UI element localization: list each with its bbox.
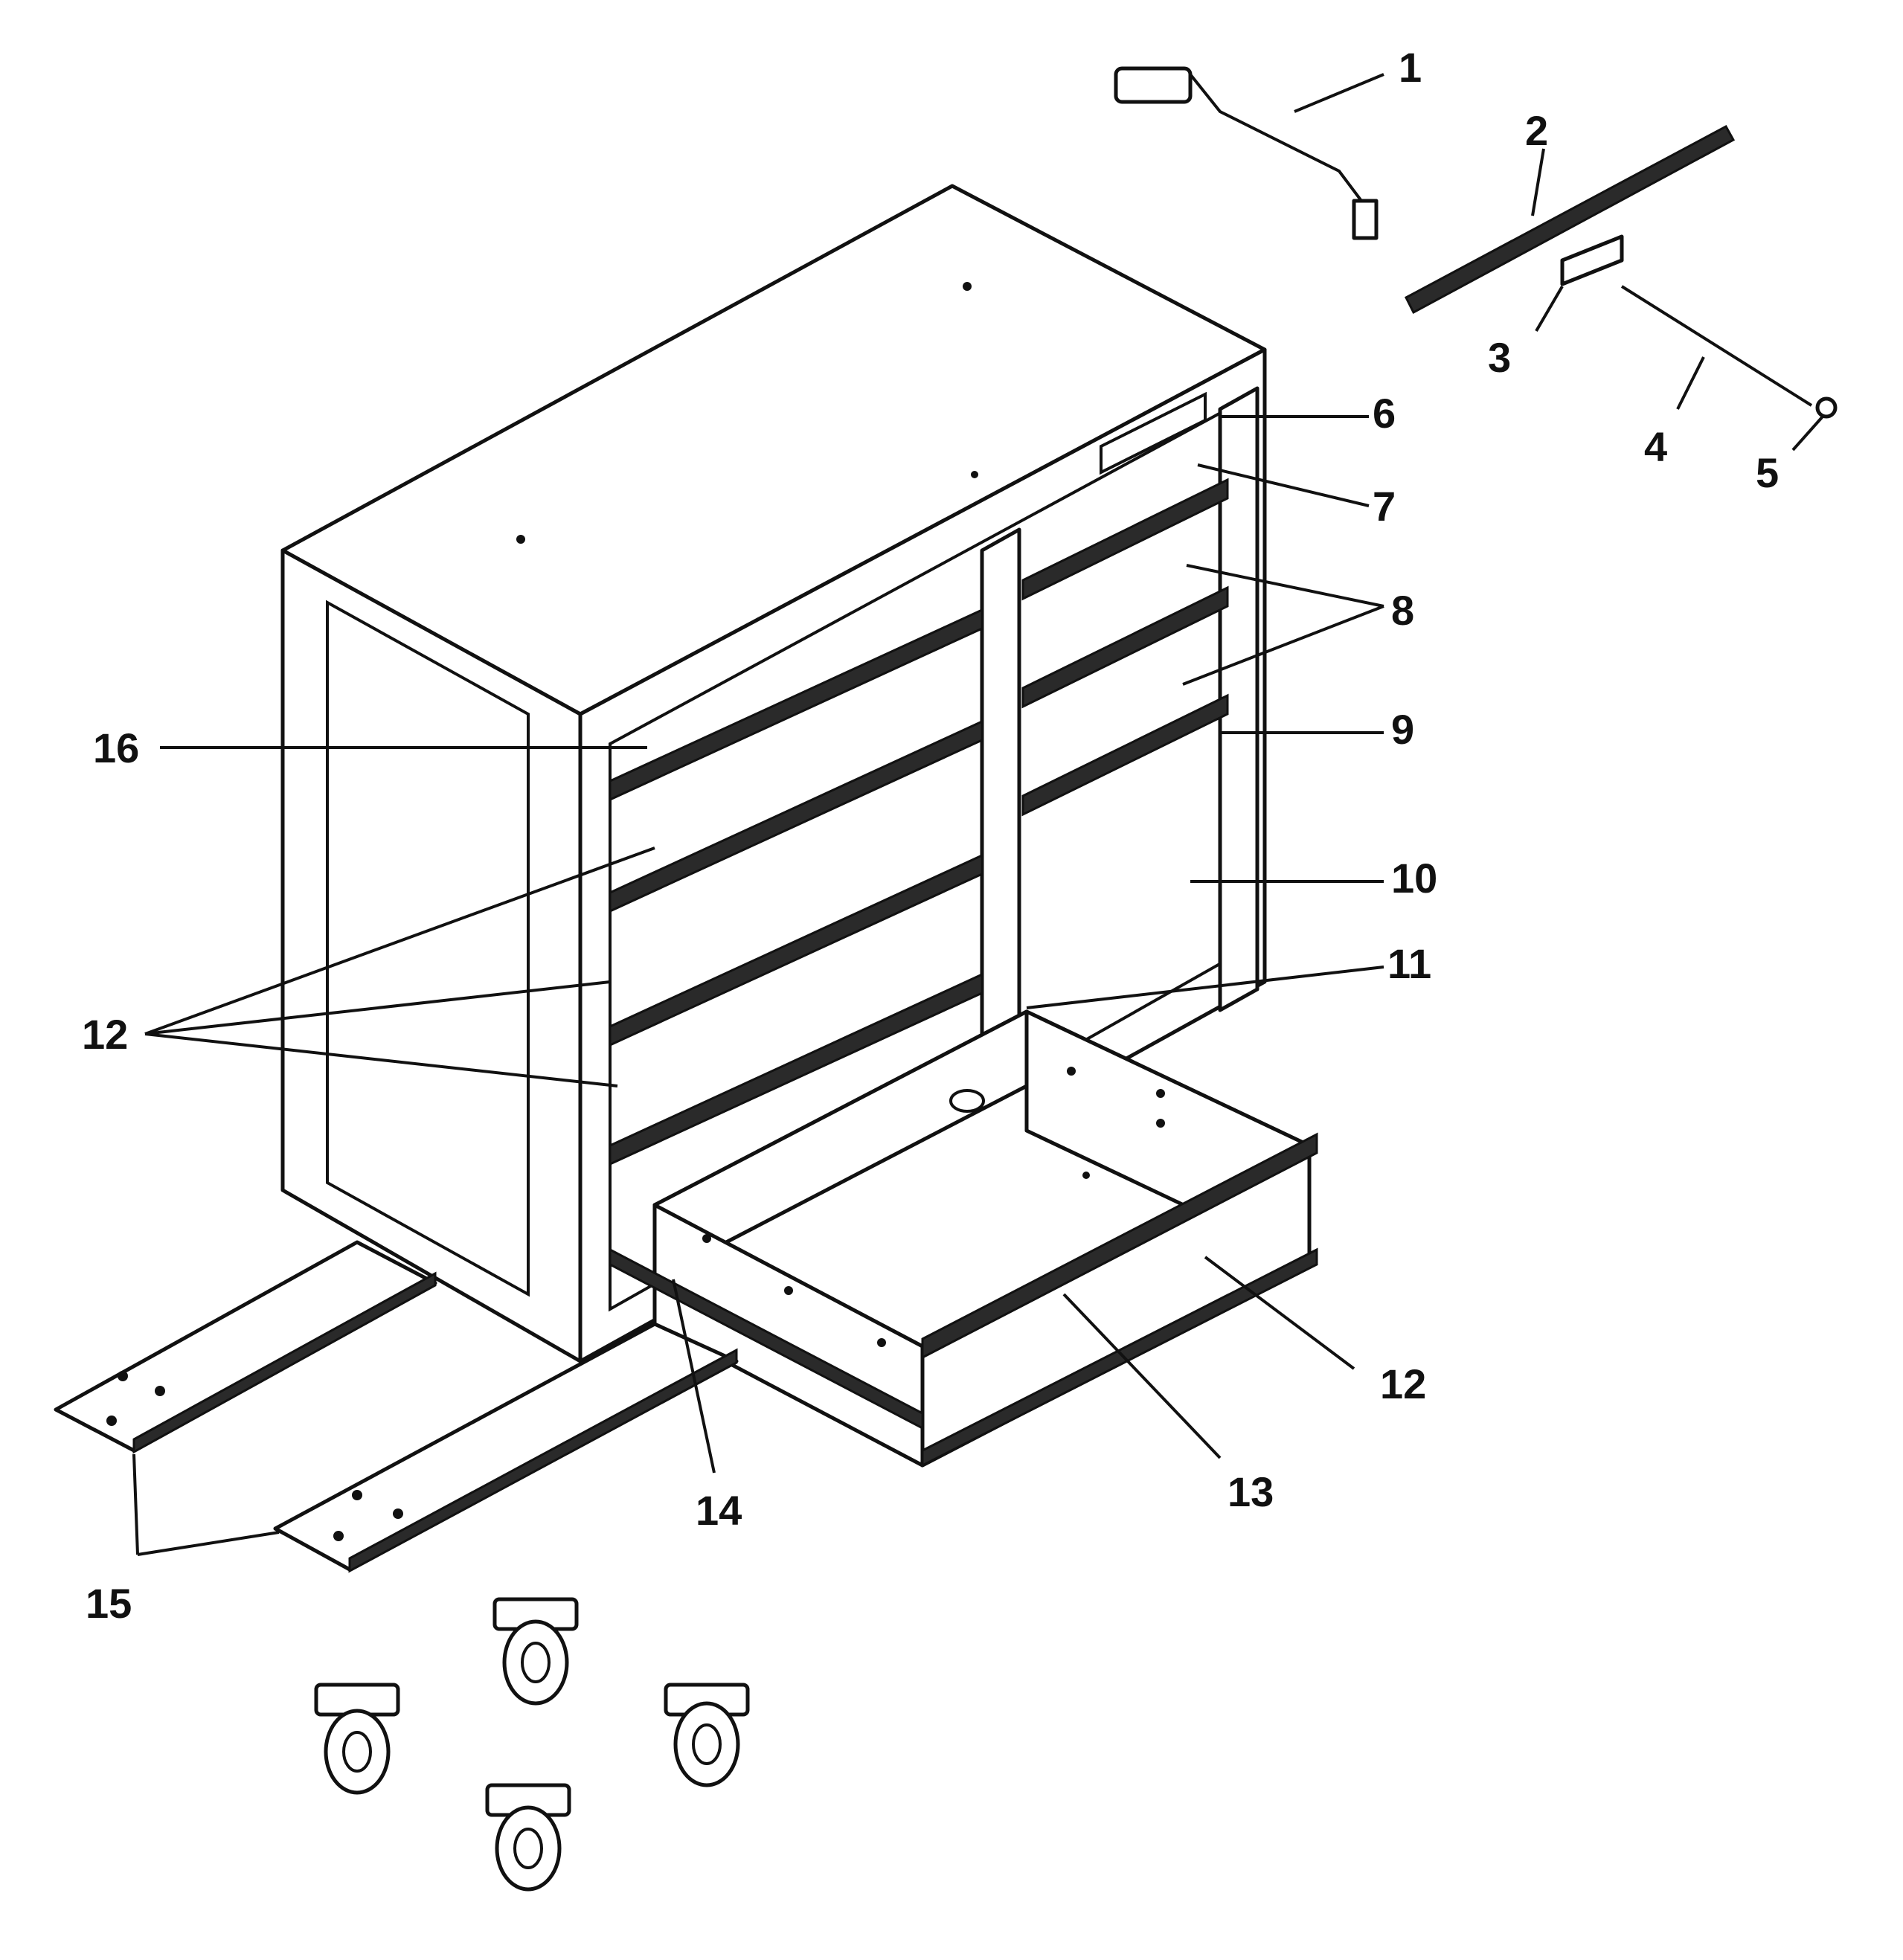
loose-hardware [1114, 66, 1838, 419]
callout-2: 2 [1525, 107, 1548, 154]
callout-3: 3 [1488, 334, 1511, 381]
drawer-handle-rail [921, 1132, 1318, 1360]
base-rail-right-edge [348, 1348, 738, 1573]
clip-part [1560, 234, 1624, 286]
leader-line-2 [1531, 148, 1545, 216]
knob-part [1815, 396, 1838, 419]
leader-line-15b [137, 1531, 280, 1556]
right-stile [1218, 386, 1259, 1012]
callout-10: 10 [1391, 855, 1437, 902]
pulled-out-drawer [609, 1009, 1318, 1468]
leader-line-5 [1791, 415, 1824, 452]
caster-wheel [492, 1597, 579, 1706]
leader-line-12b [144, 980, 611, 1035]
drawer-hole [702, 1234, 711, 1243]
leader-line-4 [1676, 356, 1705, 410]
caster-wheel [664, 1683, 750, 1787]
callout-4: 4 [1644, 423, 1667, 470]
right-drawer-rails [1021, 478, 1229, 817]
callout-labels: 1 2 3 4 5 6 7 8 9 10 11 12 12 13 14 15 1… [82, 44, 1779, 1627]
bracket-foot [1352, 199, 1379, 240]
leader-line-7 [1197, 463, 1370, 507]
callout-9: 9 [1391, 706, 1414, 753]
casters [314, 1597, 750, 1892]
leader-lines [132, 73, 1824, 1556]
callout-16: 16 [93, 724, 139, 771]
base-rail-hole [155, 1386, 165, 1396]
drawer-hole [784, 1286, 793, 1295]
drawer-bottom-rail [921, 1247, 1318, 1468]
callout-15: 15 [86, 1580, 132, 1627]
left-drawer-rails [609, 608, 983, 1166]
caster-wheel [314, 1683, 400, 1795]
leader-line-14 [672, 1279, 716, 1474]
leader-line-1 [1294, 73, 1384, 113]
drawer-rail [609, 719, 983, 913]
drawer-rail [609, 853, 983, 1047]
drawer-hole [1067, 1067, 1076, 1076]
leader-line-8a [1186, 564, 1384, 608]
callout-7: 7 [1373, 483, 1396, 530]
leader-line-3 [1535, 285, 1564, 332]
drawer-handle-cutout [949, 1089, 985, 1113]
drawer-rail [1021, 693, 1229, 817]
leader-line-13 [1062, 1293, 1222, 1459]
drawer-slide [609, 1247, 924, 1430]
callout-12-left: 12 [82, 1011, 128, 1058]
callout-13: 13 [1228, 1468, 1274, 1515]
base-rail-hole [393, 1508, 403, 1519]
leader-line-12a [144, 846, 655, 1035]
cabinet-body [280, 184, 1267, 1363]
leader-line-11 [1026, 965, 1384, 1009]
drawer-rail [609, 972, 983, 1166]
drawer-hole [1156, 1119, 1165, 1128]
drawer-hole [1082, 1172, 1090, 1179]
callout-12-right: 12 [1380, 1360, 1426, 1407]
slide-rail-part [1405, 124, 1736, 315]
top-panel-hole [516, 535, 525, 544]
center-divider [980, 527, 1021, 1050]
callout-6: 6 [1373, 390, 1396, 437]
base-rails [54, 1240, 739, 1573]
drawer-rail [609, 608, 983, 802]
callout-14: 14 [696, 1487, 742, 1534]
top-panel-hole [963, 282, 972, 291]
base-rail-right [273, 1322, 739, 1572]
leader-line-12c [144, 1032, 618, 1087]
drawer-rail [1021, 478, 1229, 601]
drawer-rail [1021, 585, 1229, 709]
callout-5: 5 [1756, 449, 1779, 496]
bracket-end [1114, 66, 1193, 104]
left-side-frame [326, 600, 530, 1297]
rod-part [1620, 285, 1813, 407]
top-drawer-front [1100, 391, 1207, 475]
caster-wheel [485, 1783, 571, 1892]
leader-line-12d [1204, 1256, 1355, 1370]
leader-line-15a [132, 1453, 139, 1555]
drawer-hole [877, 1338, 886, 1347]
callout-8: 8 [1391, 587, 1414, 634]
top-panel-hole [971, 471, 978, 478]
drawer-hole [1156, 1089, 1165, 1098]
base-rail-left-edge [132, 1271, 437, 1454]
base-rail-hole [352, 1490, 362, 1500]
base-rail-hole [118, 1371, 128, 1381]
leader-line-8b [1182, 605, 1384, 686]
callout-1: 1 [1399, 44, 1422, 91]
base-rail-hole [106, 1416, 117, 1426]
callout-11: 11 [1387, 940, 1431, 987]
base-rail-hole [333, 1531, 344, 1541]
